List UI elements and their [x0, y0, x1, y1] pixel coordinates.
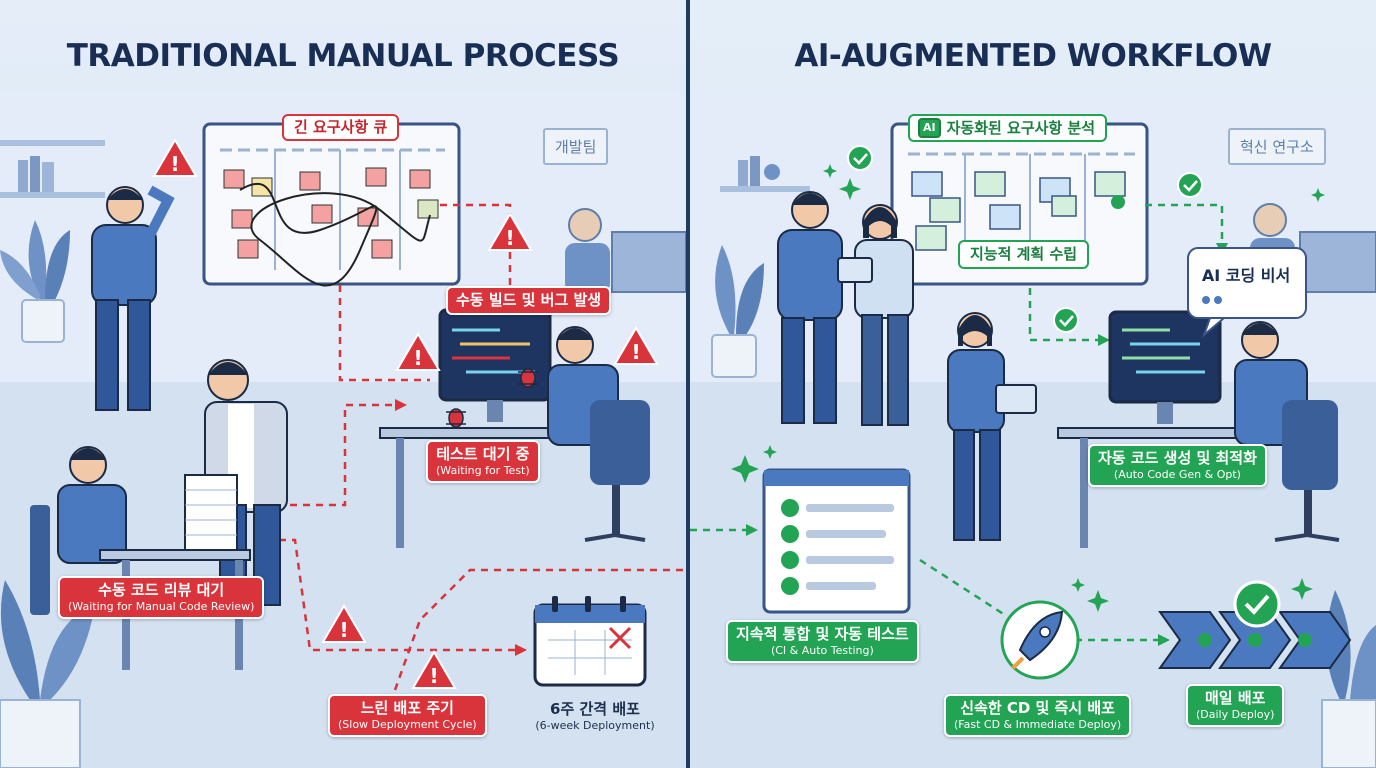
warning-icon: ! — [321, 604, 367, 643]
warning-icon: ! — [395, 332, 441, 371]
build-badge: 수동 빌드 및 버그 발생 — [446, 286, 612, 315]
traditional-panel: ! ! ! ! ! ! — [0, 0, 686, 768]
fast-flow-path — [690, 203, 1224, 642]
ai-title: AI-AUGMENTED WORKFLOW — [794, 38, 1272, 74]
warning-icon: ! — [487, 212, 533, 251]
check-circle-icon — [847, 145, 873, 171]
test-wait-badge: 테스트 대기 중 (Waiting for Test) — [426, 440, 540, 483]
bookshelf — [720, 156, 810, 192]
daily-badge: 매일 배포 (Daily Deploy) — [1186, 684, 1285, 727]
warning-icon: ! — [613, 326, 659, 365]
collaborating-pair — [777, 191, 914, 426]
ai-chip-icon: AI — [918, 118, 941, 138]
svg-text:!: ! — [170, 152, 179, 176]
check-circle-icon — [1053, 307, 1079, 333]
review-wait-badge: 수동 코드 리뷰 대기 (Waiting for Manual Code Rev… — [58, 576, 265, 619]
planning-label: 지능적 계획 수립 — [958, 240, 1090, 269]
tablet-person — [947, 312, 1037, 541]
requirements-board — [202, 122, 461, 287]
panel-divider — [686, 0, 690, 768]
warning-icon: ! — [411, 650, 457, 689]
auto-code-badge: 자동 코드 생성 및 최적화 (Auto Code Gen & Opt) — [1088, 444, 1267, 487]
check-circle-icon — [1177, 172, 1203, 198]
ai-panel: AI-AUGMENTED WORKFLOW 혁신 연구소 AI 자동화된 요구사… — [690, 0, 1376, 768]
bug-icon — [518, 368, 538, 388]
plant — [711, 245, 764, 378]
slow-deploy-badge: 느린 배포 주기 (Slow Deployment Cycle) — [328, 694, 487, 737]
wall-sign: 개발팀 — [543, 128, 609, 165]
traditional-title: TRADITIONAL MANUAL PROCESS — [66, 38, 620, 74]
paper-stack — [184, 474, 238, 558]
rocket-icon — [1000, 600, 1080, 680]
calendar-icon — [533, 596, 647, 687]
background-worker — [565, 208, 686, 293]
traditional-scene: ! ! ! ! ! ! — [0, 92, 686, 768]
bookshelf — [0, 140, 105, 198]
svg-text:!: ! — [631, 340, 640, 364]
bug-icon — [446, 408, 466, 428]
warning-icon: ! — [152, 138, 198, 177]
frustrated-standing-person — [91, 185, 175, 411]
svg-text:!: ! — [429, 664, 438, 688]
svg-text:!: ! — [505, 226, 514, 250]
plant — [0, 220, 70, 343]
board-label: AI 자동화된 요구사항 분석 — [908, 114, 1108, 142]
wall-sign: 혁신 연구소 — [1228, 128, 1326, 165]
assistant-label: AI 코딩 비서 — [1201, 266, 1291, 285]
plant-bottom — [0, 580, 95, 768]
ai-coding-desk — [1057, 310, 1340, 548]
svg-text:!: ! — [413, 346, 422, 370]
chat-bubble-icon — [1187, 247, 1307, 339]
coding-desk — [379, 308, 650, 548]
ci-badge: 지속적 통합 및 자동 테스트 (CI & Auto Testing) — [726, 620, 919, 663]
svg-text:!: ! — [339, 618, 348, 642]
sparkle-icon — [731, 164, 1325, 612]
deploy-pipeline — [1158, 580, 1352, 669]
six-week-label: 6주 간격 배포 (6-week Deployment) — [535, 700, 655, 732]
ci-checklist — [762, 468, 911, 614]
board-label: 긴 요구사항 큐 — [282, 114, 400, 141]
cd-badge: 신속한 CD 및 즉시 배포 (Fast CD & Immediate Depl… — [944, 694, 1132, 737]
